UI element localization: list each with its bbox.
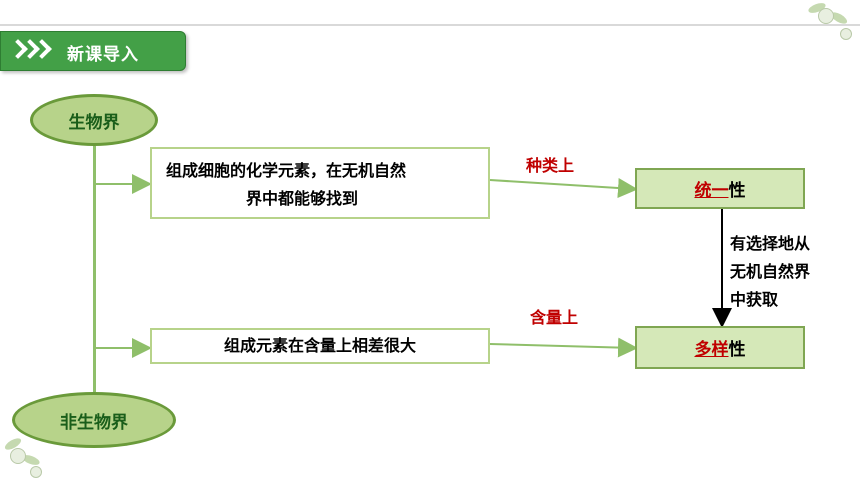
arrow-box2-to-diversity [489,337,638,358]
kind-label: 种类上 [526,156,575,175]
content-label: 含量上 [530,308,579,327]
selective-uptake-note: 有选择地从 无机自然界 中获取 [730,230,840,314]
note-line3: 中获取 [730,290,779,309]
diversity-red-text: 多样 [694,340,729,360]
elements-found-line1: 组成细胞的化学元素，在无机自然 [166,161,407,180]
elements-found-line2: 界中都能够找到 [246,189,359,208]
diversity-suffix-text: 性 [728,340,746,360]
note-line2: 无机自然界 [730,262,811,281]
living-world-label: 生物界 [68,112,120,133]
living-world-node: 生物界 [30,94,158,146]
unity-red-text: 统一 [694,181,729,201]
arrow-box1-to-unity [489,178,638,198]
diversity-box: 多样性 [635,326,805,369]
unity-suffix-text: 性 [728,181,746,201]
elements-found-box: 组成细胞的化学元素，在无机自然 界中都能够找到 [150,147,490,219]
nonliving-world-label: 非生物界 [60,412,128,433]
trunk-line [93,146,96,392]
section-title: 新课导入 [67,45,139,65]
nonliving-world-node: 非生物界 [12,392,176,448]
unity-box: 统一性 [635,168,805,209]
content-difference-box: 组成元素在含量上相差很大 [150,328,490,364]
section-header: 新课导入 [0,31,186,71]
content-difference-text: 组成元素在含量上相差很大 [223,336,416,355]
note-line1: 有选择地从 [730,234,811,253]
top-divider [0,24,860,26]
